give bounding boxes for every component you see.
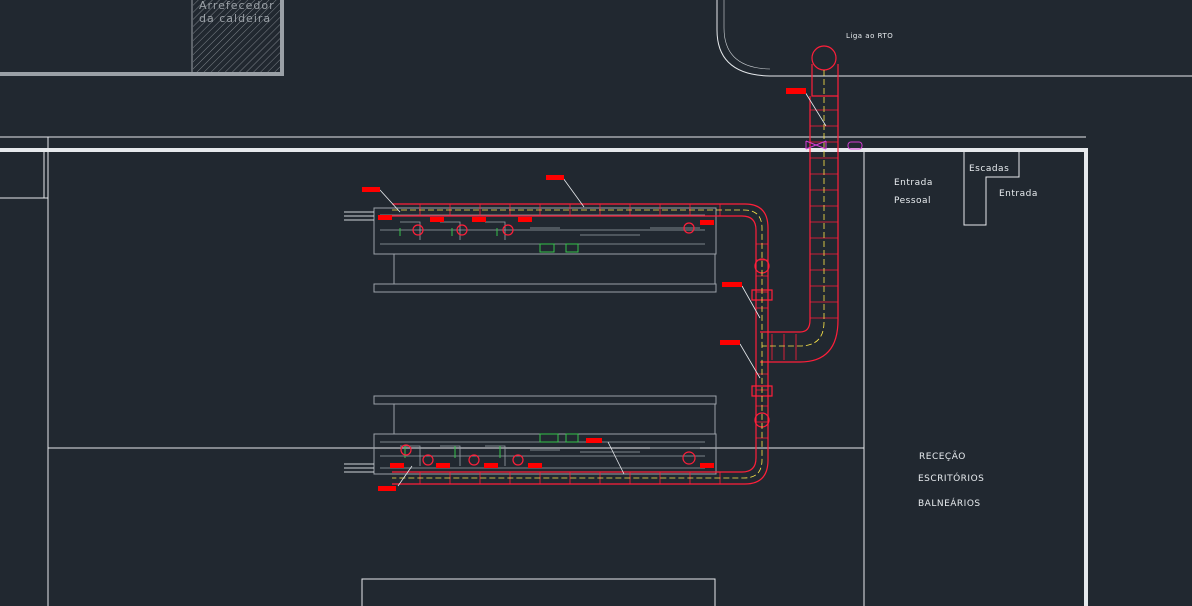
road-curve	[716, 0, 1192, 77]
entrance-label: Entrada	[999, 189, 1038, 199]
green-details	[399, 228, 579, 458]
stairs-block	[963, 150, 1020, 226]
main-building-wall	[0, 148, 1088, 606]
rto-link-label: Liga ao RTO	[846, 32, 893, 40]
duct-network	[392, 45, 839, 485]
equipment-tags	[362, 88, 806, 491]
boiler-cooler-room	[0, 0, 284, 76]
duct-centerline	[392, 70, 825, 479]
changing-rooms-label: BALNEÁRIOS	[918, 497, 981, 509]
equipment-line-lower	[344, 395, 717, 475]
boiler-cooler-label-2: da caldeira	[199, 12, 271, 25]
damper-symbols	[805, 140, 863, 150]
offices-label: ESCRITÓRIOS	[918, 472, 984, 484]
staff-entrance-label-2: Pessoal	[894, 196, 931, 206]
equipment-line-upper	[344, 207, 717, 293]
tag-leaders	[379, 91, 827, 487]
stairs-label: Escadas	[969, 164, 1009, 174]
staff-entrance-label-1: Entrada	[894, 178, 933, 188]
reception-label: RECEÇÃO	[919, 451, 966, 462]
boiler-cooler-label-1: Arrefecedor	[199, 0, 275, 12]
